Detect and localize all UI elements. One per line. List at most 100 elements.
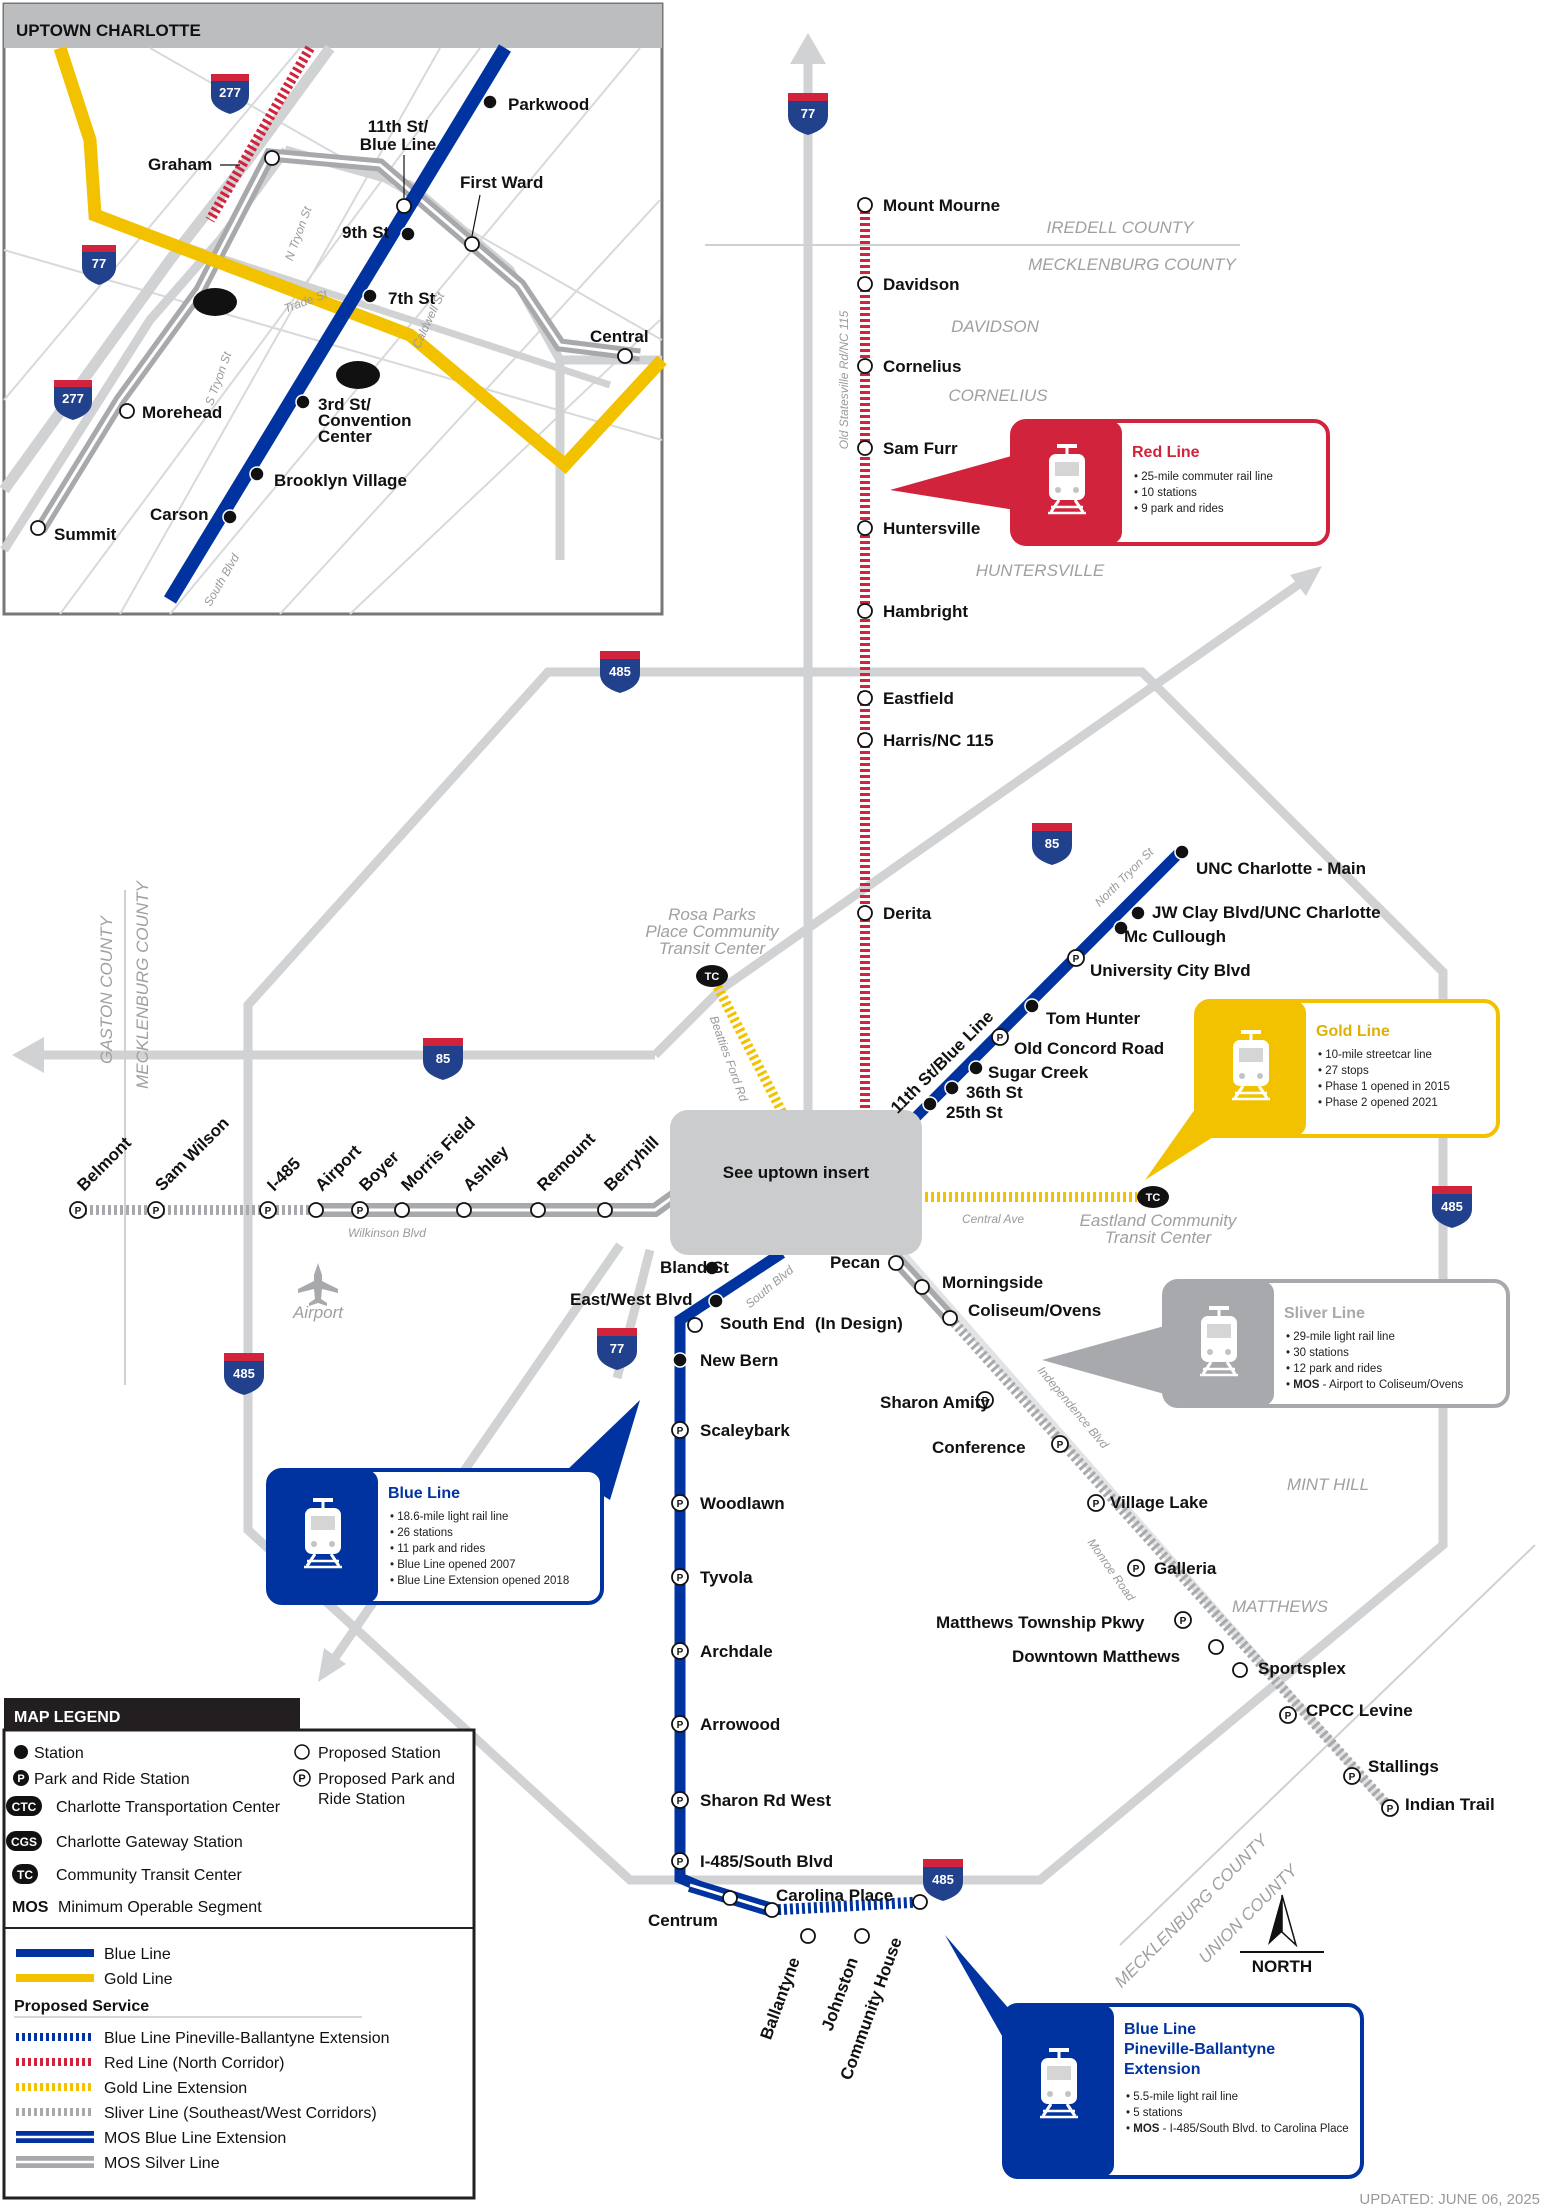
red-station-marker[interactable] xyxy=(857,197,873,213)
red-station-marker[interactable] xyxy=(857,732,873,748)
blue-station-marker[interactable]: P xyxy=(671,1642,689,1660)
blue-station-marker[interactable]: P xyxy=(671,1568,689,1586)
station-label: I-485 xyxy=(263,1154,304,1195)
svg-text:• MOS - Airport to Coliseum/Ov: • MOS - Airport to Coliseum/Ovens xyxy=(1286,1379,1463,1391)
station-label: Place Community xyxy=(645,922,780,941)
blue-station-marker[interactable]: P xyxy=(991,1028,1009,1046)
inset-station-marker[interactable] xyxy=(30,520,46,536)
station-label: Centrum xyxy=(648,1911,718,1930)
ctc-station-marker[interactable]: CTC xyxy=(336,361,380,389)
county-line-se xyxy=(1119,1544,1536,1946)
blue-station-marker[interactable]: P xyxy=(671,1791,689,1809)
station-label: Village Lake xyxy=(1110,1493,1208,1512)
blue-station-marker[interactable]: P xyxy=(671,1494,689,1512)
blue-station-marker[interactable] xyxy=(922,1096,938,1112)
blue-station-marker[interactable] xyxy=(1130,905,1146,921)
blue-station-marker[interactable] xyxy=(672,1352,688,1368)
blue-station-marker[interactable] xyxy=(764,1902,780,1918)
blue-station-marker[interactable] xyxy=(912,1894,928,1910)
blue-station-marker[interactable]: P xyxy=(671,1421,689,1439)
inset-station-marker[interactable] xyxy=(119,403,135,419)
silver-station-marker[interactable]: P xyxy=(976,1391,994,1409)
silver-station-marker[interactable] xyxy=(597,1202,613,1218)
cgs-station-marker[interactable]: CGS xyxy=(193,288,237,316)
blue-station-marker[interactable] xyxy=(800,1928,816,1944)
silver-station-marker[interactable]: P xyxy=(69,1201,87,1219)
blue-station-marker[interactable] xyxy=(1174,844,1190,860)
blue-station-marker[interactable] xyxy=(854,1928,870,1944)
silver-station-marker[interactable]: P xyxy=(1279,1706,1297,1724)
red-station-marker[interactable] xyxy=(857,603,873,619)
uptown-insert-box[interactable] xyxy=(670,1110,922,1255)
blue-station-marker[interactable] xyxy=(708,1293,724,1309)
silver-station-marker[interactable]: P xyxy=(1343,1767,1361,1785)
inset-station-marker[interactable] xyxy=(396,198,412,214)
blue-station-marker[interactable] xyxy=(1024,998,1040,1014)
station-label: East/West Blvd xyxy=(570,1290,693,1309)
red-station-marker[interactable] xyxy=(857,690,873,706)
inset-station-marker[interactable] xyxy=(295,394,311,410)
blue-station-marker[interactable]: P xyxy=(671,1715,689,1733)
silver-station-marker[interactable]: P xyxy=(259,1201,277,1219)
shield-77-inset: 77 xyxy=(82,245,116,285)
road-label: Old Statesville Rd/NC 115 xyxy=(837,310,851,449)
red-station-marker[interactable] xyxy=(857,905,873,921)
blue-station-marker[interactable]: P xyxy=(671,1852,689,1870)
svg-text:77: 77 xyxy=(801,106,815,121)
label: • 18.6-mile light rail line xyxy=(390,1511,508,1523)
label: • 9 park and rides xyxy=(1134,503,1224,515)
transit-center-marker[interactable]: TC xyxy=(696,965,728,987)
inset-station-marker[interactable] xyxy=(617,348,633,364)
transit-center-marker[interactable]: TC xyxy=(1137,1186,1169,1208)
inset-station-marker[interactable] xyxy=(464,236,480,252)
silver-station-marker[interactable] xyxy=(530,1202,546,1218)
north-label: NORTH xyxy=(1252,1957,1312,1976)
inset-station-marker[interactable] xyxy=(362,288,378,304)
silver-station-marker[interactable] xyxy=(308,1202,324,1218)
inset-station-marker[interactable] xyxy=(222,509,238,525)
silver-station-marker[interactable] xyxy=(914,1279,930,1295)
svg-text:P: P xyxy=(1180,1616,1187,1627)
label: Proposed Station xyxy=(318,1745,441,1762)
roads xyxy=(35,60,1536,1946)
silver-station-marker[interactable]: P xyxy=(1087,1494,1105,1512)
label: • 5.5-mile light rail line xyxy=(1126,2091,1238,2103)
north-arrow: NORTH xyxy=(1240,1894,1324,1976)
blue-station-marker[interactable] xyxy=(1113,920,1129,936)
blue-station-marker[interactable] xyxy=(722,1890,738,1906)
blue-station-marker[interactable] xyxy=(704,1260,720,1276)
blue-station-marker[interactable] xyxy=(687,1317,703,1333)
blue-extension-info-box: Blue Line Pineville-Ballantyne Extension… xyxy=(945,1935,1364,2179)
label: • 26 stations xyxy=(390,1527,453,1539)
red-station-marker[interactable] xyxy=(857,358,873,374)
blue-station-marker[interactable] xyxy=(968,1060,984,1076)
svg-text:P: P xyxy=(357,1206,364,1217)
svg-text:P: P xyxy=(1093,1499,1100,1510)
station-label: (In Design) xyxy=(815,1314,903,1333)
red-station-marker[interactable] xyxy=(857,276,873,292)
silver-station-marker[interactable] xyxy=(888,1255,904,1271)
blue-station-marker[interactable] xyxy=(944,1080,960,1096)
svg-text:P: P xyxy=(982,1396,989,1407)
blue-station-marker[interactable]: P xyxy=(1067,949,1085,967)
inset-station-marker[interactable] xyxy=(249,466,265,482)
silver-station-marker[interactable]: P xyxy=(1127,1559,1145,1577)
silver-station-marker[interactable]: P xyxy=(351,1201,369,1219)
red-station-marker[interactable] xyxy=(857,520,873,536)
station-label: Transit Center xyxy=(659,939,767,958)
station-label: 36th St xyxy=(966,1083,1023,1102)
red-station-marker[interactable] xyxy=(857,440,873,456)
svg-text:485: 485 xyxy=(609,664,631,679)
silver-station-marker[interactable]: P xyxy=(1051,1435,1069,1453)
silver-station-marker[interactable]: P xyxy=(1174,1611,1192,1629)
silver-station-marker[interactable]: P xyxy=(1381,1799,1399,1817)
silver-station-marker[interactable]: P xyxy=(147,1201,165,1219)
inset-station-marker[interactable] xyxy=(264,150,280,166)
silver-station-marker[interactable] xyxy=(456,1202,472,1218)
silver-station-marker[interactable] xyxy=(1232,1662,1248,1678)
silver-station-marker[interactable] xyxy=(942,1310,958,1326)
inset-station-marker[interactable] xyxy=(482,94,498,110)
silver-station-marker[interactable] xyxy=(394,1202,410,1218)
silver-station-marker[interactable] xyxy=(1208,1639,1224,1655)
inset-station-marker[interactable] xyxy=(400,226,416,242)
